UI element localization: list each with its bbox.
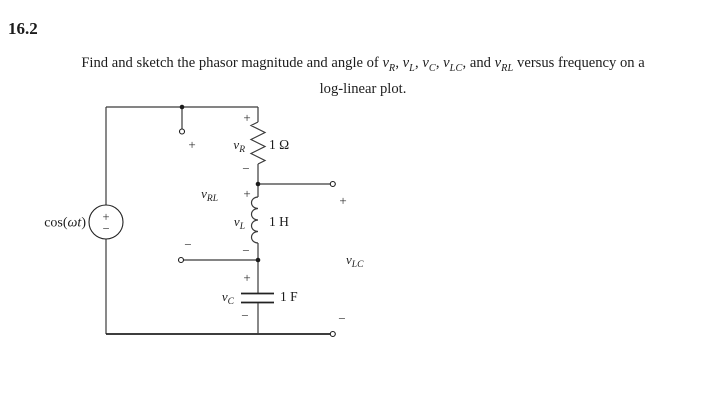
inductor-plus-sign: + — [243, 186, 250, 201]
circuit-diagram: + − cos(ωt) + − vR 1 Ω + − vL 1 H — [44, 104, 364, 338]
resistor-value-label: 1 Ω — [269, 137, 289, 152]
vrl-minus-sign: − — [184, 237, 191, 252]
capacitor-plus-sign: + — [243, 270, 250, 285]
capacitor-branch: + − vC 1 F — [222, 260, 298, 334]
vlc-minus-sign: − — [338, 311, 345, 326]
open-terminal — [329, 180, 336, 188]
capacitor-minus-sign: − — [241, 308, 248, 323]
statement-tail: versus frequency on a — [513, 55, 645, 71]
phasor-var-vrl: vRL — [494, 55, 514, 74]
phasor-var-vl: vL — [402, 55, 416, 74]
vrl-plus-sign: + — [188, 137, 195, 152]
junction-dot — [255, 257, 261, 263]
voltage-source-symbol: + − cos(ωt) — [44, 204, 124, 240]
resistor-minus-sign: − — [242, 161, 249, 176]
resistor-symbol — [249, 121, 267, 165]
capacitor-value-label: 1 F — [280, 289, 298, 304]
vlc-port: + − vLC — [338, 193, 364, 326]
statement-separator: , and — [462, 55, 495, 71]
resistor-plus-sign: + — [243, 110, 250, 125]
phasor-var-vr: vR — [382, 55, 396, 74]
vrl-port: + − vRL — [184, 137, 218, 252]
phasor-var-vlc: vLC — [443, 55, 463, 74]
open-terminal — [178, 128, 186, 135]
resistor-voltage-label: vR — [233, 137, 245, 155]
vlc-plus-sign: + — [339, 193, 346, 208]
junction-dot — [255, 181, 261, 187]
capacitor-symbol — [241, 292, 274, 304]
vrl-voltage-label: vRL — [201, 186, 218, 204]
statement-separator: , — [415, 55, 423, 71]
voltage-source-circle — [88, 204, 124, 240]
statement-line-1: Find and sketch the phasor magnitude and… — [0, 53, 726, 79]
statement-separator: , — [395, 55, 403, 71]
voltage-source-label: cos(ωt) — [44, 216, 86, 231]
voltage-source-minus-sign: − — [102, 222, 109, 236]
statement-separator: , — [435, 55, 444, 71]
resistor-branch: + − vR 1 Ω — [233, 107, 289, 184]
inductor-minus-sign: − — [242, 243, 249, 258]
inductor-voltage-label: vL — [234, 214, 245, 232]
problem-number: 16.2 — [8, 19, 38, 38]
open-terminal — [177, 256, 185, 264]
open-terminal — [329, 330, 336, 338]
problem-statement: Find and sketch the phasor magnitude and… — [0, 53, 726, 99]
capacitor-voltage-label: vC — [222, 289, 235, 307]
phasor-var-vc: vC — [422, 55, 436, 74]
statement-line-2: log-linear plot. — [319, 80, 407, 97]
voltage-source-plus-sign: + — [102, 210, 109, 224]
inductor-value-label: 1 H — [269, 214, 289, 229]
statement-intro: Find and sketch the phasor magnitude and… — [81, 55, 383, 71]
vlc-voltage-label: vLC — [346, 252, 364, 270]
junction-dot — [179, 104, 185, 110]
inductor-branch: + − vL 1 H — [234, 184, 289, 260]
inductor-symbol — [250, 196, 259, 244]
